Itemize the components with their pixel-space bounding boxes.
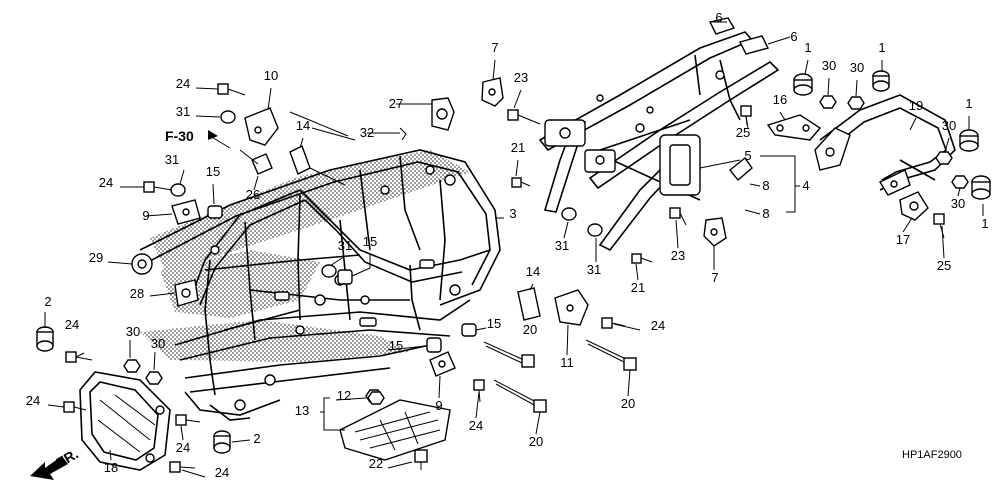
callout-c30e: 30 xyxy=(126,324,140,339)
callout-c24e: 24 xyxy=(26,393,40,408)
callout-c12: 12 xyxy=(337,388,351,403)
callout-c8a: 8 xyxy=(762,178,769,193)
callout-c28: 28 xyxy=(130,286,144,301)
callout-c20a: 20 xyxy=(523,322,537,337)
part-29-28 xyxy=(131,253,199,307)
callout-c30b: 30 xyxy=(850,60,864,75)
callout-c23a: 23 xyxy=(514,70,528,85)
callout-c9b: 9 xyxy=(435,398,442,413)
callout-c4: 4 xyxy=(802,178,809,193)
callout-c1a: 1 xyxy=(804,40,811,55)
ref-f30: F-30 xyxy=(165,128,231,149)
callout-c24g: 24 xyxy=(469,418,483,433)
part-7-brackets xyxy=(481,77,727,247)
callout-c14b: 14 xyxy=(526,264,540,279)
front-direction-arrow: FR. xyxy=(30,445,81,480)
part-17-bracket xyxy=(899,191,929,221)
callout-c20b: 20 xyxy=(621,396,635,411)
callout-c9a: 9 xyxy=(142,208,149,223)
callout-c31d: 31 xyxy=(587,262,601,277)
callout-c10: 10 xyxy=(264,68,278,83)
callout-c2a: 2 xyxy=(44,294,51,309)
callout-c26: 26 xyxy=(246,187,260,202)
callout-c24f: 24 xyxy=(176,440,190,455)
bolts xyxy=(63,83,945,473)
callout-c15b: 15 xyxy=(363,234,377,249)
nuts xyxy=(123,95,969,403)
callout-c24b: 24 xyxy=(99,175,113,190)
callout-c29: 29 xyxy=(89,250,103,265)
callout-c8b: 8 xyxy=(762,206,769,221)
callout-c30f: 30 xyxy=(151,336,165,351)
callout-c7a: 7 xyxy=(491,40,498,55)
skid-plate xyxy=(339,399,451,461)
callout-c6b: 6 xyxy=(790,29,797,44)
front-bumper xyxy=(79,371,171,471)
ref-f30-label: F-30 xyxy=(165,128,194,144)
callout-c24h: 24 xyxy=(215,465,229,480)
frame-shading xyxy=(140,150,470,362)
plates xyxy=(171,107,589,377)
callout-c6a: 6 xyxy=(715,10,722,25)
callout-c11: 11 xyxy=(560,355,574,370)
callout-c16: 16 xyxy=(773,92,787,107)
callout-c7b: 7 xyxy=(711,270,718,285)
callout-c24c: 24 xyxy=(65,317,79,332)
callout-c13: 13 xyxy=(295,403,309,418)
callout-c17: 17 xyxy=(896,232,910,247)
callout-c15c: 15 xyxy=(487,316,501,331)
callout-c31a: 31 xyxy=(176,104,190,119)
leader-lines xyxy=(44,21,984,478)
callout-c1d: 1 xyxy=(981,216,988,231)
clamp-and-clip xyxy=(399,97,455,141)
callout-c22: 22 xyxy=(369,456,383,471)
callout-c20c: 20 xyxy=(529,434,543,449)
diagram-code: HP1AF2900 xyxy=(902,449,962,461)
callout-c3: 3 xyxy=(509,206,516,221)
rear-grab-bar xyxy=(814,94,956,196)
callout-c31e: 31 xyxy=(338,238,352,253)
callout-c15d: 15 xyxy=(389,338,403,353)
callout-c1c: 1 xyxy=(965,96,972,111)
callout-c21a: 21 xyxy=(511,140,525,155)
rear-subframe xyxy=(538,31,780,252)
callout-c15a: 15 xyxy=(206,164,220,179)
callout-c25a: 25 xyxy=(736,125,750,140)
callout-c5: 5 xyxy=(744,148,751,163)
callout-c18: 18 xyxy=(104,460,118,475)
callout-c27: 27 xyxy=(389,96,403,111)
callout-c21b: 21 xyxy=(631,280,645,295)
callout-c19: 19 xyxy=(909,98,923,113)
callout-c24a: 24 xyxy=(176,76,190,91)
main-frame xyxy=(139,149,501,421)
callout-c30a: 30 xyxy=(822,58,836,73)
callout-c23b: 23 xyxy=(671,248,685,263)
callout-c31c: 31 xyxy=(555,238,569,253)
part-26-stud xyxy=(239,149,273,175)
callout-c2b: 2 xyxy=(253,431,260,446)
callout-c30d: 30 xyxy=(951,196,965,211)
callout-c32: 32 xyxy=(360,125,374,140)
callout-c25b: 25 xyxy=(937,258,951,273)
part-16-bracket xyxy=(766,114,822,141)
callout-c1b: 1 xyxy=(878,40,885,55)
callout-c24d: 24 xyxy=(651,318,665,333)
callout-c31b: 31 xyxy=(165,152,179,167)
callout-c14a: 14 xyxy=(296,118,310,133)
callout-c30c: 30 xyxy=(942,118,956,133)
